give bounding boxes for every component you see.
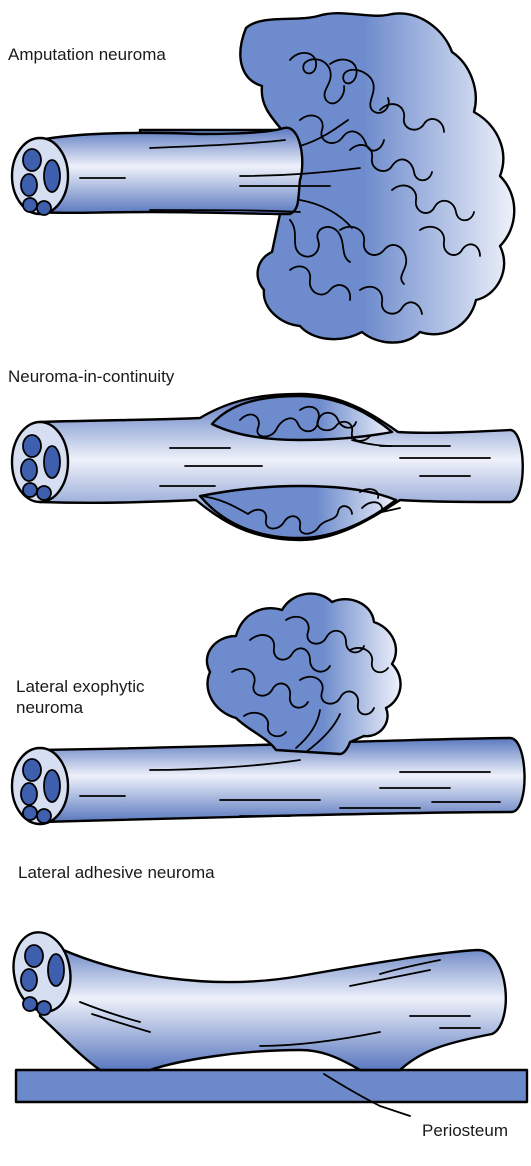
neuroma-in-continuity [12,394,523,540]
amputation-neuroma [12,13,514,342]
periosteum-layer [16,1070,527,1102]
lateral-adhesive-neuroma [7,928,527,1116]
continuity-swelling-bottom [200,486,396,538]
adhesive-nerve-trunk [40,940,506,1070]
lateral-exophytic-neuroma [12,594,525,824]
exophytic-neuroma-mass [207,594,401,754]
amputation-nerve-trunk [40,128,302,214]
